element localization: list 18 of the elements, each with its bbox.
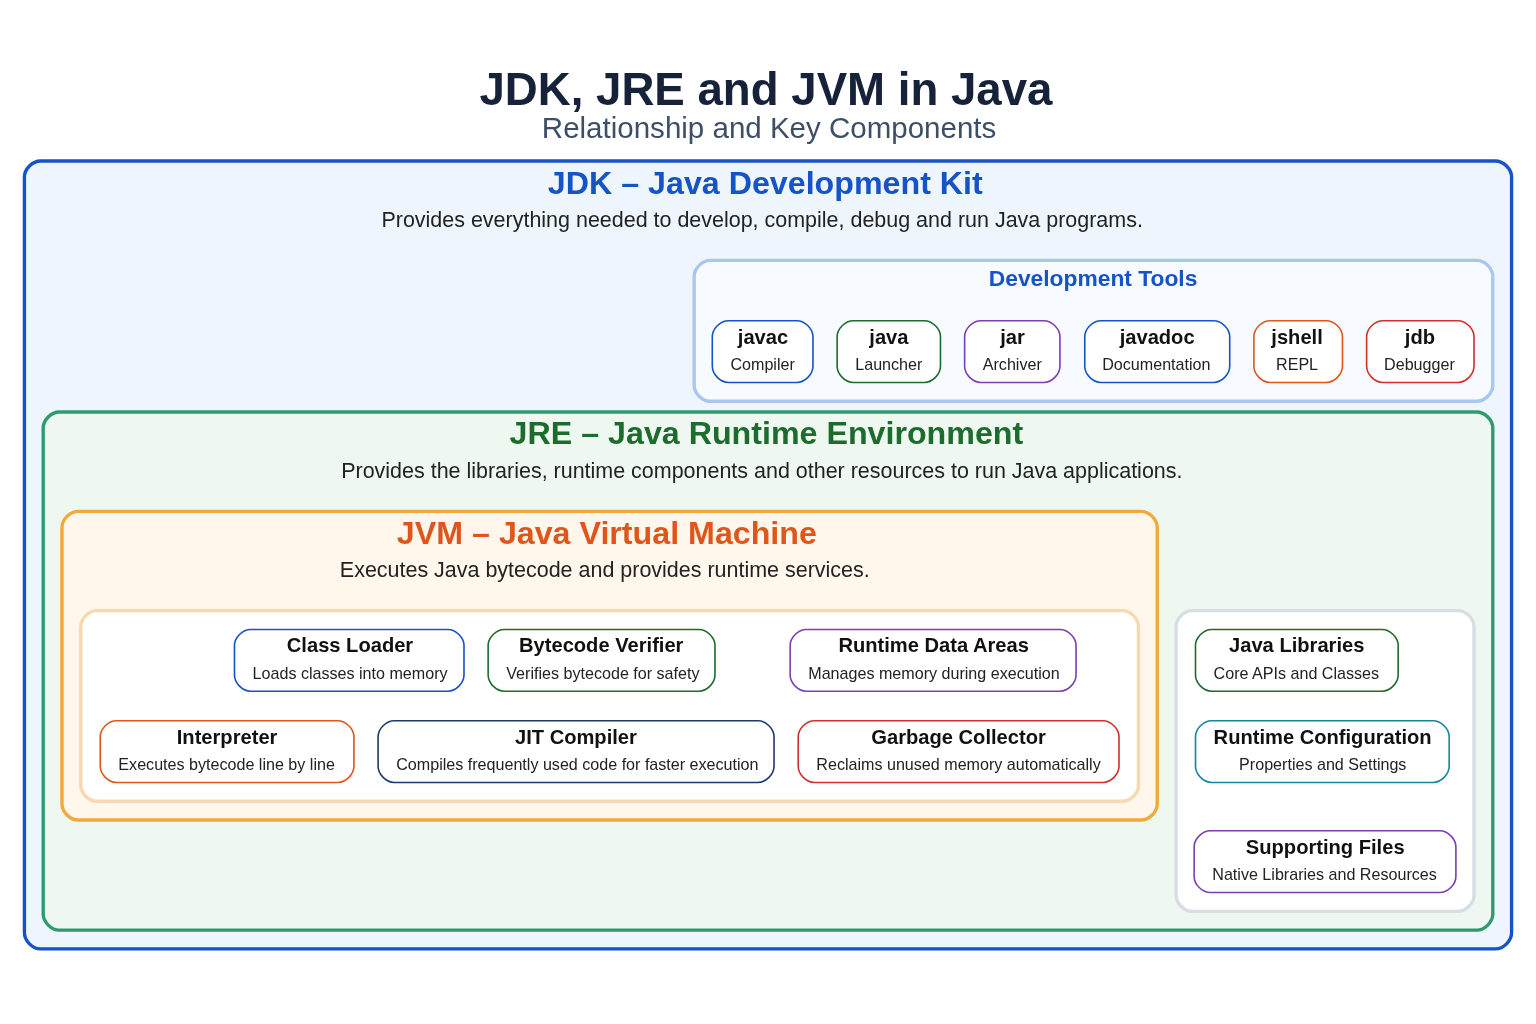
node-box: javadoc Documentation	[1083, 319, 1231, 384]
node-box: java Launcher	[836, 319, 942, 384]
cluster	[79, 608, 1141, 803]
node-box: Interpreter Executes bytecode line by line	[99, 719, 355, 784]
diagram-title: JDK, JRE and JVM in Java	[479, 63, 1053, 115]
node-box: javac Compiler	[711, 319, 814, 384]
node-box: Class Loader Loads classes into memory	[233, 628, 465, 692]
node-box: Runtime Configuration Properties and Settings	[1194, 719, 1450, 784]
node-box: jar Archiver	[963, 319, 1061, 384]
cluster	[1174, 608, 1476, 913]
node-box: Supporting Files Native Libraries and Resources	[1193, 829, 1457, 894]
node-box: Java Libraries Core APIs and Classes	[1194, 628, 1399, 692]
node-box: JIT Compiler Compiles frequently used code for faster execution	[377, 719, 775, 784]
node-box: jshell REPL	[1253, 319, 1344, 384]
node-box: Bytecode Verifier Verifies bytecode for safety	[487, 628, 716, 692]
node-box: Garbage Collector Reclaims unused memory automatically	[797, 719, 1120, 784]
node-box: jdb Debugger	[1365, 319, 1475, 384]
node-box: Runtime Data Areas Manages memory during execution	[789, 628, 1077, 692]
